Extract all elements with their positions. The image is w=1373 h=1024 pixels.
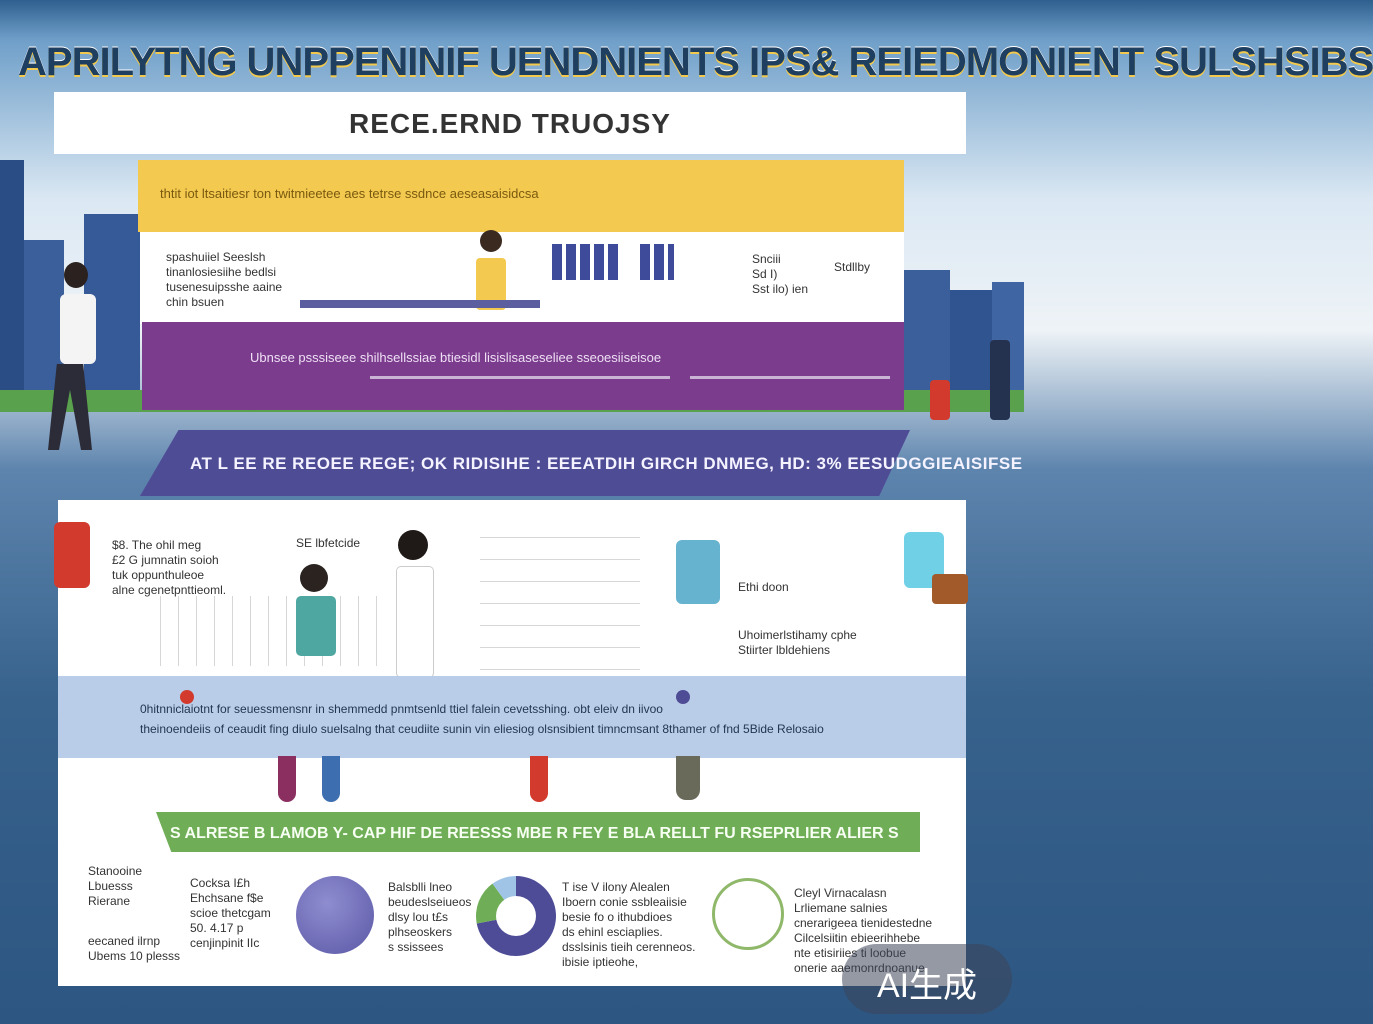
scene2-right-label: Ethi doon — [738, 580, 789, 594]
bottom-col1b: eecaned ilrnp Ubems 10 plesss — [88, 934, 181, 963]
lightblue-text-line1: 0hitnniclaiotnt for seuessmensnr in shem… — [140, 702, 663, 716]
standing-person — [930, 380, 950, 420]
subtitle-bar — [54, 92, 966, 154]
grid-lines — [160, 596, 380, 666]
person-head-icon — [64, 262, 88, 288]
donut-hole — [496, 896, 536, 936]
lightblue-banner — [58, 676, 966, 758]
purple-banner-text: Ubnsee psssiseee shilhsellssiae btiesidl… — [250, 350, 662, 365]
subtitle: RECE.ERND TRUOJSY — [349, 108, 671, 139]
green-banner — [156, 812, 920, 852]
office-scene-1 — [140, 232, 904, 324]
test-tube-icon — [676, 756, 700, 800]
navy-banner — [140, 430, 910, 496]
person-head-icon — [398, 530, 428, 560]
skyline-building — [950, 290, 992, 390]
briefcase-icon — [932, 574, 968, 604]
person-figure — [676, 540, 720, 604]
window-icon — [552, 244, 622, 280]
scene2-center-label: SE lbfetcide — [296, 536, 361, 550]
bottom-col3: Balsblli lneo beudeslseiueos dlsy lou t£… — [388, 880, 472, 954]
bottom-col4: T ise V ilony Alealen Iboern conie ssble… — [562, 880, 696, 969]
purple-circle-icon — [296, 876, 374, 954]
donut-chart — [476, 876, 556, 956]
pin-icon — [180, 690, 194, 704]
test-tube-icon — [322, 756, 340, 802]
person-figure — [396, 566, 434, 678]
navy-banner-text: AT L EE RE REOEE REGE; OK RIDISIHE : EEE… — [190, 454, 1023, 473]
test-tube-icon — [530, 756, 548, 802]
walking-person — [54, 522, 90, 588]
skyline-building — [904, 270, 950, 390]
ring-icon — [712, 878, 784, 950]
scene1-right-text: Snciii Sd I) Sst ilo) ien — [752, 252, 809, 296]
ai-generated-badge-text: AI生成 — [876, 967, 978, 1005]
grid-lines — [480, 530, 640, 670]
purple-banner — [142, 322, 904, 410]
scene1-side-label: Stdllby — [834, 260, 871, 274]
window-icon — [640, 244, 674, 280]
yellow-banner — [138, 160, 904, 232]
bottom-col1: Stanooine Lbuesss Rierane — [88, 864, 143, 908]
standing-person — [990, 340, 1010, 420]
purple-underline — [690, 376, 890, 379]
walking-person — [60, 294, 96, 364]
ai-generated-badge — [842, 944, 1012, 1014]
skyline-building — [0, 160, 24, 390]
purple-underline — [370, 376, 670, 379]
person-head-icon — [480, 230, 502, 252]
scene2-right-text: Uhoimerlstihamy cphe Stiirter lbldehiens — [738, 628, 857, 657]
scene1-left-text: spashuiiel Seeslsh tinanlosiesiihe bedls… — [166, 250, 283, 309]
bottom-col2: Cocksa I£h Ehchsane f$e scioe thetcgam 5… — [190, 876, 271, 950]
desk-icon — [300, 300, 540, 308]
scene2-left-text: $8. The ohil meg £2 G jumnatin soioh tuk… — [112, 538, 227, 597]
pin-icon — [676, 690, 690, 704]
lightblue-text-line2: theinoendeiis of ceaudit fing diulo suel… — [140, 722, 824, 736]
page-title: APRILYTNG UNPPENINIF UENDNIENTS IPS& REI… — [18, 40, 1373, 84]
test-tube-icon — [278, 756, 296, 802]
yellow-banner-text: thtit iot ltsaitiesr ton twitmieetee aes… — [160, 186, 539, 201]
green-banner-text: S ALRESE B LAMOB Y- CAP HIF DE REESSS MB… — [170, 825, 899, 842]
person-figure — [296, 596, 336, 656]
person-head-icon — [300, 564, 328, 592]
